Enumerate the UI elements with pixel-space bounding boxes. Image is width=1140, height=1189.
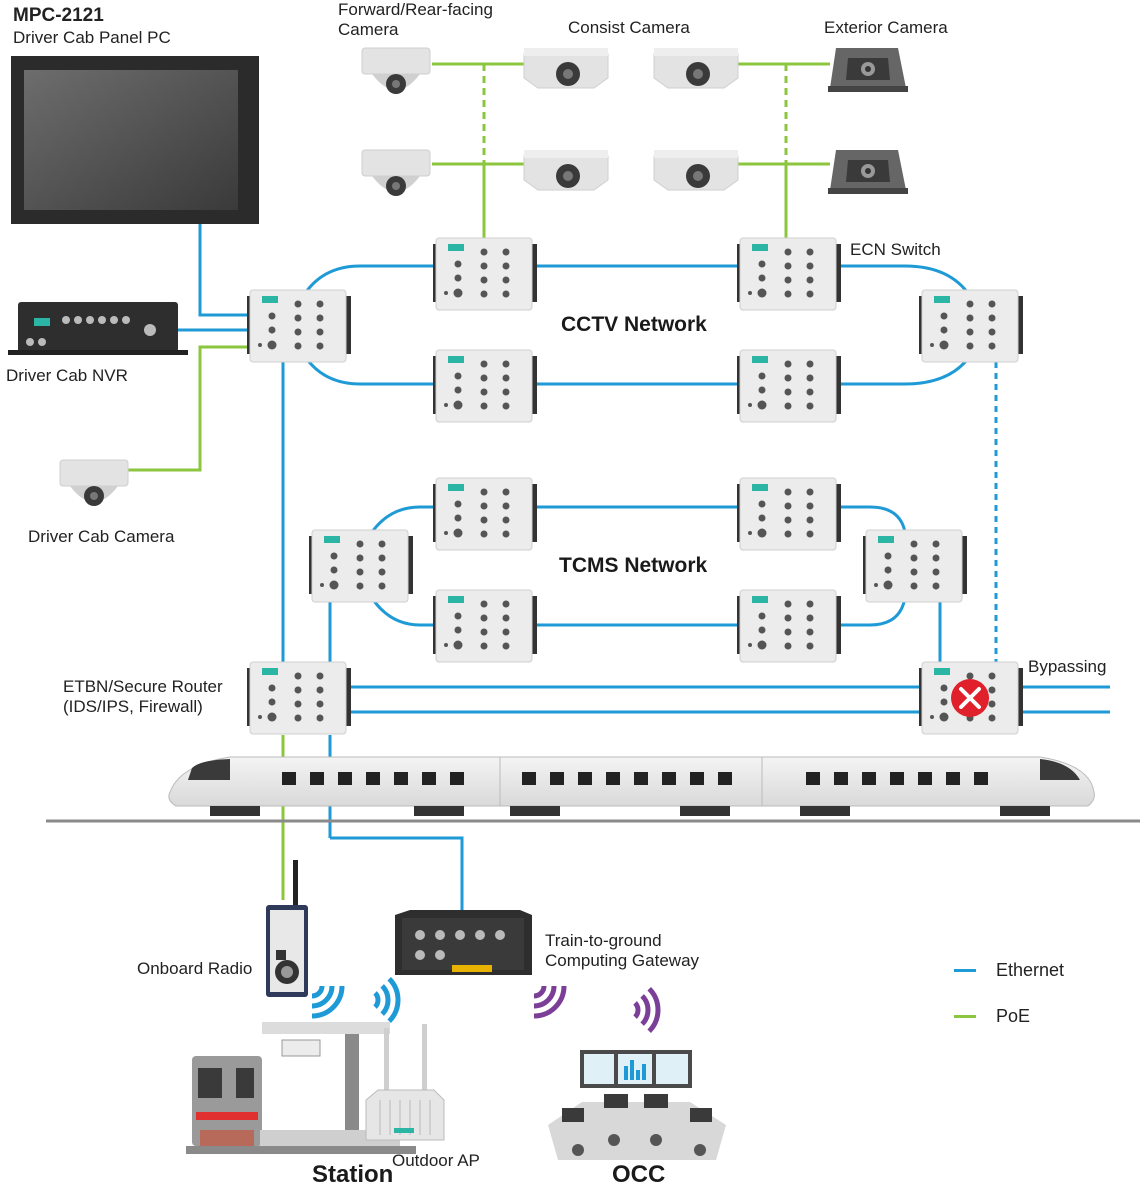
wifi-icon-occ — [628, 989, 670, 1031]
ethernet-swatch — [954, 968, 976, 972]
exterior-camera-top — [828, 48, 908, 92]
onboard-radio-device — [266, 860, 308, 997]
outdoor-ap-device — [365, 1024, 445, 1141]
gateway-device — [395, 910, 532, 975]
poe-dashed-links — [482, 64, 788, 164]
consist-camera-label: Consist Camera — [568, 18, 690, 37]
occ-label: OCC — [612, 1161, 666, 1188]
ecn-switch-right — [918, 289, 1024, 363]
wifi-icon-gateway — [534, 986, 564, 1016]
ecn-switch-top-right — [736, 237, 842, 311]
consist-camera-2 — [653, 47, 739, 89]
wifi-icon-ap — [368, 979, 410, 1021]
poe-swatch — [954, 1014, 976, 1018]
forward-camera-top — [361, 47, 431, 95]
ecn-switch-label: ECN Switch — [850, 240, 941, 259]
poe-links — [128, 62, 830, 900]
tcms-network-label: TCMS Network — [559, 554, 708, 577]
tcms-switch-right — [862, 529, 968, 603]
forward-camera-label: Forward/Rear-facing Camera — [338, 0, 493, 39]
legend: Ethernet PoE — [954, 958, 1114, 1038]
panel-pc-model: MPC-2121 — [13, 5, 104, 26]
wifi-icon-radio — [312, 986, 342, 1016]
tcms-switch-top-right — [736, 477, 842, 551]
station-scene — [186, 1022, 416, 1154]
legend-label-ethernet: Ethernet — [996, 959, 1065, 980]
ecn-switch-top-left — [432, 237, 538, 311]
forward-camera-bottom — [361, 149, 431, 197]
consist-camera-1 — [523, 47, 609, 89]
driver-camera-label: Driver Cab Camera — [28, 527, 175, 546]
nvr-device — [8, 302, 188, 355]
bypass-failure-icon — [951, 679, 989, 717]
ecn-switch-cab — [246, 289, 352, 363]
exterior-camera-bottom — [828, 150, 908, 194]
onboard-radio-label: Onboard Radio — [137, 959, 253, 978]
cctv-network-label: CCTV Network — [561, 313, 707, 336]
panel-pc-device — [11, 56, 259, 224]
station-label: Station — [312, 1161, 394, 1188]
tcms-switch-left — [308, 529, 414, 603]
legend-item-ethernet: Ethernet — [954, 958, 1114, 982]
legend-label-poe: PoE — [996, 1005, 1031, 1026]
consist-camera-4 — [653, 149, 739, 191]
nvr-label: Driver Cab NVR — [6, 366, 128, 385]
tcms-switch-top-left — [432, 477, 538, 551]
ethernet-links — [178, 222, 1110, 910]
exterior-camera-label: Exterior Camera — [824, 18, 948, 37]
driver-cab-camera-device — [59, 459, 129, 507]
etbn-router-label: ETBN/Secure Router (IDS/IPS, Firewall) — [63, 677, 223, 716]
bypassing-label: Bypassing — [1028, 657, 1107, 676]
ecn-switch-bottom-left — [432, 349, 538, 423]
consist-camera-3 — [523, 149, 609, 191]
ecn-switch-bottom-right — [736, 349, 842, 423]
panel-pc-label: Driver Cab Panel PC — [13, 28, 171, 47]
gateway-label: Train-to-ground Computing Gateway — [545, 931, 700, 970]
occ-scene — [548, 1050, 726, 1160]
tcms-switch-bottom-right — [736, 589, 842, 663]
tcms-switch-bottom-left — [432, 589, 538, 663]
etbn-router-left — [246, 661, 352, 735]
outdoor-ap-label: Outdoor AP — [392, 1151, 480, 1170]
legend-item-poe: PoE — [954, 1004, 1114, 1028]
train — [168, 756, 1095, 816]
